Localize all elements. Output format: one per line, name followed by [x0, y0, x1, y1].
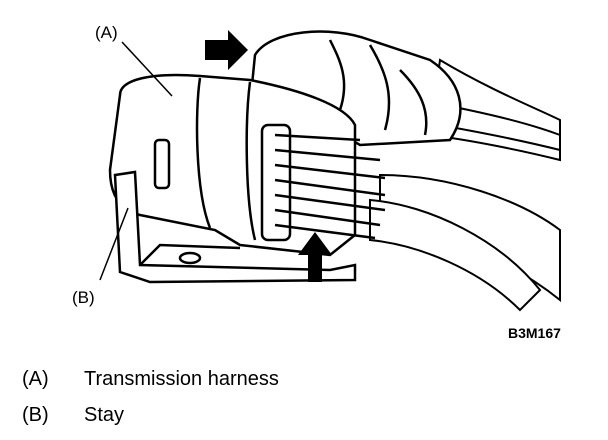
legend-text-b: Stay	[84, 404, 125, 426]
legend-item-b: (B) Stay	[22, 404, 582, 440]
stay-bracket	[113, 170, 357, 284]
leader-line-a	[121, 41, 173, 97]
callout-b-label: (B)	[72, 288, 95, 307]
legend: (A) Transmission harness (B) Stay	[22, 368, 582, 440]
arrow-right-icon	[205, 30, 248, 70]
harness-boot	[250, 30, 462, 147]
legend-item-a: (A) Transmission harness	[22, 368, 582, 404]
callout-a-label: (A)	[95, 23, 118, 42]
legend-text-a: Transmission harness	[84, 368, 279, 390]
wire-harness	[369, 58, 561, 312]
leader-line-b	[99, 207, 129, 281]
legend-key-b: (B)	[22, 404, 49, 426]
legend-key-a: (A)	[22, 368, 49, 390]
figure-code: B3M167	[508, 325, 561, 341]
arrow-up-icon	[298, 232, 332, 282]
